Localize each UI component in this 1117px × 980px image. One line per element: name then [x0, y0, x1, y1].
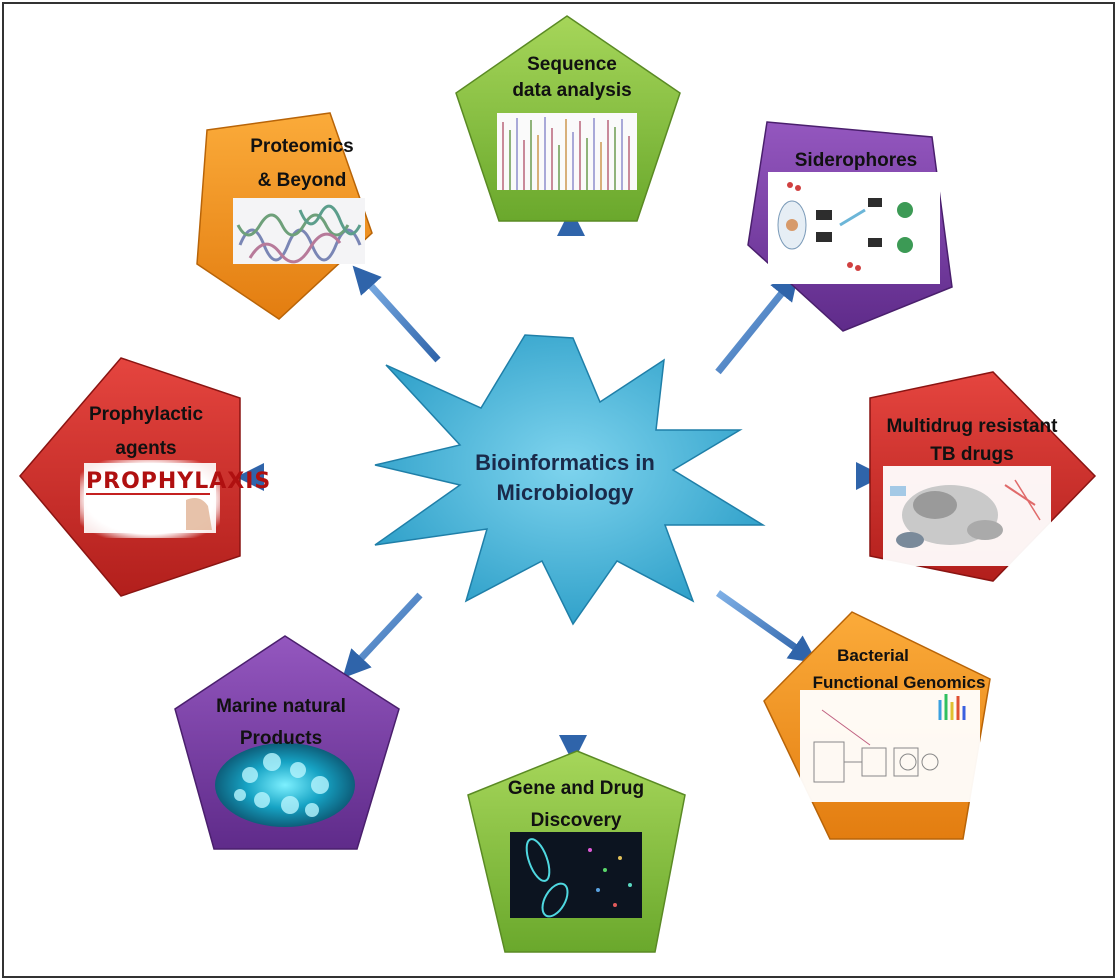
node-siderophores: Siderophores	[747, 121, 953, 332]
svg-text:Siderophores: Siderophores	[795, 150, 917, 171]
node-prophylactic: PROPHYLAXIS Prophylactic agents	[19, 357, 271, 597]
prophylactic-label-2: agents	[115, 438, 176, 459]
arrow-marine	[342, 592, 423, 679]
siderophore-diagram-marks	[777, 182, 913, 271]
arrow-siderophores	[715, 272, 799, 375]
node-mdr-tb: Multidrug resistant TB drugs	[869, 371, 1097, 582]
arrow-bacterial	[715, 590, 818, 664]
siderophores-label: Siderophores	[795, 150, 917, 171]
marine-label-1: Marine natural	[216, 696, 346, 717]
genomics-diagram-marks	[813, 709, 939, 783]
starburst-shape	[374, 334, 766, 626]
node-proteomics: Proteomics & Beyond	[196, 112, 373, 320]
mdr-tb-label-1: Multidrug resistant	[886, 416, 1058, 437]
sequence-label-1: Sequence	[527, 54, 617, 75]
bacterial-label-2: Functional Genomics	[813, 673, 986, 692]
proteomics-label-2: & Beyond	[258, 170, 347, 191]
svg-text:Proteomics& Beyond: Proteomics & Beyond	[250, 136, 353, 191]
arrow-proteomics	[352, 265, 441, 363]
gene-drug-label-2: Discovery	[531, 810, 622, 831]
gene-drug-label-1: Gene and Drug	[508, 778, 644, 799]
marine-coral-inset	[215, 743, 355, 827]
tb-microscopy-marks	[890, 479, 1041, 548]
prophylactic-label-1: Prophylactic	[89, 404, 203, 425]
node-sequence: Sequence data analysis	[455, 15, 681, 222]
bacterial-label-1: Bacterial	[837, 646, 909, 665]
proteomics-label-1: Proteomics	[250, 136, 353, 157]
center-starburst: Bioinformatics in Microbiology	[374, 334, 766, 626]
protein-ribbons	[236, 204, 362, 264]
center-label-1: Bioinformatics in	[475, 450, 655, 475]
expression-plot	[938, 694, 966, 720]
center-label-2: Microbiology	[497, 480, 635, 505]
bacteria-microscopy-inset	[510, 832, 642, 918]
prophylaxis-inset-text: PROPHYLAXIS	[86, 469, 271, 494]
genomics-diagram-inset	[800, 690, 980, 802]
mdr-tb-label-2: TB drugs	[930, 444, 1013, 465]
bacteria-marks	[525, 838, 632, 918]
hand-marker	[186, 498, 212, 530]
sequence-label-2: data analysis	[512, 80, 631, 101]
marine-label-2: Products	[240, 728, 322, 749]
arrows	[236, 208, 884, 763]
sequence-bars	[502, 117, 630, 190]
coral-polyps	[234, 753, 329, 817]
